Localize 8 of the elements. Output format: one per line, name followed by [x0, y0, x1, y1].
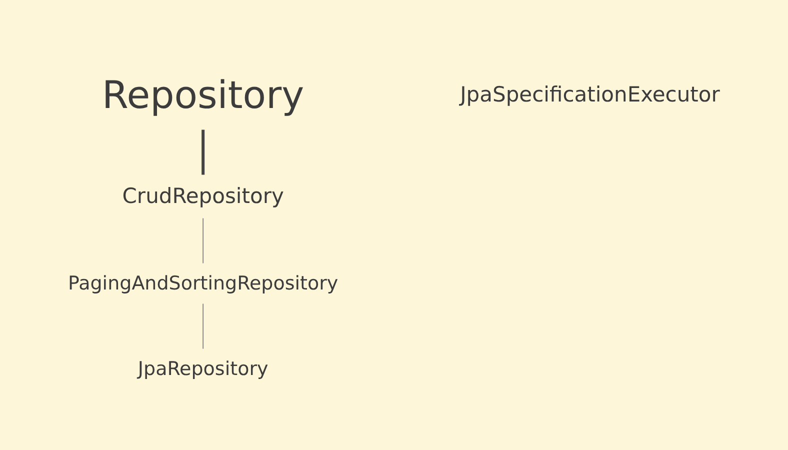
node-text: Repository [102, 72, 304, 117]
connector [202, 303, 204, 350]
node-text: JpaRepository [138, 358, 268, 380]
node-text: JpaSpecificationExecutor [460, 82, 720, 106]
node-text: CrudRepository [122, 184, 284, 208]
connector [202, 218, 204, 264]
connector [202, 130, 205, 175]
node-text: PagingAndSortingRepository [68, 272, 338, 294]
